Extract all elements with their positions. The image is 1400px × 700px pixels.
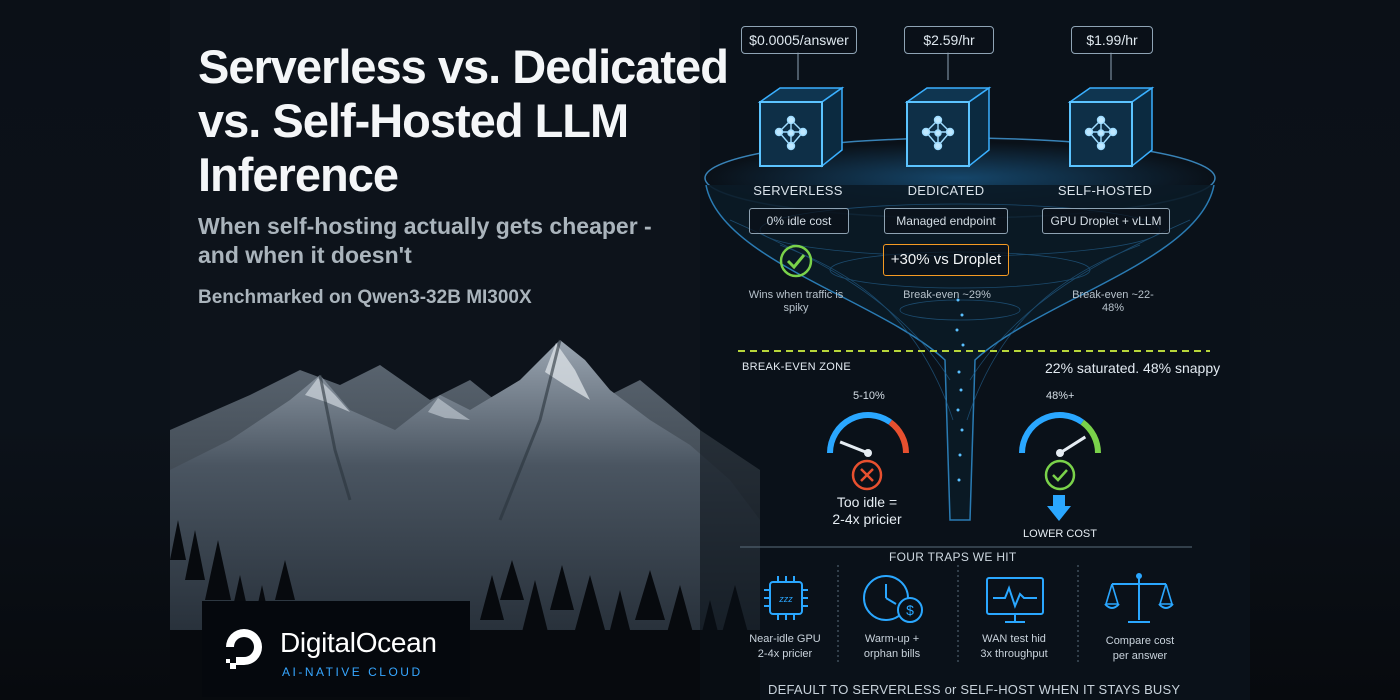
gauge-hub xyxy=(1056,449,1064,457)
serverless-neural-cube-icon xyxy=(757,86,845,168)
serverless-note: Wins when traffic is spiky xyxy=(733,289,859,315)
benchmark-note: Benchmarked on Qwen3-32B MI300X xyxy=(198,287,532,308)
self-hosted-pill: GPU Droplet + vLLM xyxy=(1042,208,1170,234)
dedicated-neural-cube-icon xyxy=(904,86,992,168)
footer-recommendation: DEFAULT TO SERVERLESS or SELF-HOST WHEN … xyxy=(768,682,1181,697)
subtitle: When self-hosting actually gets cheaper … xyxy=(198,212,738,270)
trap-4-line-2: per answer xyxy=(1112,650,1168,662)
trap-4-line-1: Compare cost xyxy=(1105,635,1175,647)
serverless-price-tag: $0.0005/answer xyxy=(741,26,857,54)
dedicated-price-tag: $2.59/hr xyxy=(904,26,994,54)
serverless-note-line-2: spiky xyxy=(783,302,809,314)
break-even-zone-label: BREAK-EVEN ZONE xyxy=(742,361,852,373)
down-arrow-icon xyxy=(1047,495,1071,521)
trap-3-line-1: WAN test hid xyxy=(982,633,1046,645)
x-circle-icon xyxy=(851,459,883,491)
balance-scale-icon xyxy=(1104,573,1174,623)
dedicated-pill: Managed endpoint xyxy=(884,208,1008,234)
self-hosted-label: SELF-HOSTED xyxy=(1057,183,1153,198)
gauge-arc xyxy=(888,419,909,454)
low-gauge-caption-line-2: 2-4x pricier xyxy=(832,511,902,527)
gauge-arc xyxy=(1080,419,1101,454)
digitalocean-logo-icon xyxy=(226,629,262,669)
gauge-needle xyxy=(1059,435,1087,455)
gauge-arc xyxy=(827,412,893,454)
serverless-pill: 0% idle cost xyxy=(749,208,849,234)
self-hosted-neural-cube-icon xyxy=(1067,86,1155,168)
low-gauge-value: 5-10% xyxy=(853,390,885,402)
dedicated-label: DEDICATED xyxy=(907,183,985,198)
high-gauge-caption: LOWER COST xyxy=(1023,528,1097,540)
digitalocean-logo: DigitalOcean AI-NATIVE CLOUD xyxy=(202,601,470,697)
subtitle-line-2: and when it doesn't xyxy=(198,242,412,268)
trap-4-caption: Compare cost per answer xyxy=(1090,634,1190,664)
check-circle-icon xyxy=(779,244,813,278)
self-hosted-note: Break-even ~22- 48% xyxy=(1054,289,1172,315)
dedicated-note: Break-even ~29% xyxy=(888,289,1006,302)
trap-1-line-2: 2-4x pricier xyxy=(757,648,813,660)
dedicated-note-line-1: Break-even ~29% xyxy=(903,289,991,301)
subtitle-line-1: When self-hosting actually gets cheaper … xyxy=(198,213,652,239)
monitor-pulse-icon xyxy=(986,577,1044,623)
serverless-note-line-1: Wins when traffic is xyxy=(748,289,844,301)
trap-2-caption: Warm-up + orphan bills xyxy=(842,632,942,662)
logo-name: DigitalOcean xyxy=(280,627,437,658)
svg-text:$: $ xyxy=(906,602,914,618)
low-gauge-caption-line-1: Too idle = xyxy=(836,494,898,510)
low-gauge-caption: Too idle = 2-4x pricier xyxy=(812,494,922,528)
low-utilization-gauge xyxy=(827,412,909,457)
title-block: Serverless vs. Dedicated vs. Self-Hosted… xyxy=(198,40,738,270)
high-gauge-value: 48%+ xyxy=(1046,390,1075,402)
gauge-arc xyxy=(1019,412,1085,454)
headline-line-2: vs. Self-Hosted LLM xyxy=(198,94,629,147)
headline-line-3: Inference xyxy=(198,148,399,201)
traps-title: FOUR TRAPS WE HIT xyxy=(889,550,1017,564)
trap-1-caption: Near-idle GPU 2-4x pricier xyxy=(735,632,835,662)
dedicated-premium-badge: +30% vs Droplet xyxy=(883,244,1009,276)
clock-dollar-icon: $ xyxy=(863,575,923,623)
trap-3-line-2: 3x throughput xyxy=(980,648,1048,660)
headline-line-1: Serverless vs. Dedicated xyxy=(198,40,729,93)
logo-tagline: AI-NATIVE CLOUD xyxy=(282,665,423,679)
trap-2-line-1: Warm-up + xyxy=(864,633,920,645)
trap-2-line-2: orphan bills xyxy=(863,648,921,660)
trap-3-caption: WAN test hid 3x throughput xyxy=(964,632,1064,662)
self-hosted-price-tag: $1.99/hr xyxy=(1071,26,1153,54)
serverless-label: SERVERLESS xyxy=(753,183,843,198)
gauge-needle xyxy=(839,440,869,455)
high-utilization-gauge xyxy=(1019,412,1101,457)
saturation-label: 22% saturated. 48% snappy xyxy=(1045,360,1221,376)
trap-1-line-1: Near-idle GPU xyxy=(749,633,821,645)
sleeping-chip-icon: zzz xyxy=(764,576,808,620)
self-hosted-note-line-2: 48% xyxy=(1101,302,1125,314)
check-circle-icon xyxy=(1044,459,1076,491)
gauge-hub xyxy=(864,449,872,457)
self-hosted-note-line-1: Break-even ~22- xyxy=(1072,289,1154,301)
svg-text:zzz: zzz xyxy=(778,594,793,604)
